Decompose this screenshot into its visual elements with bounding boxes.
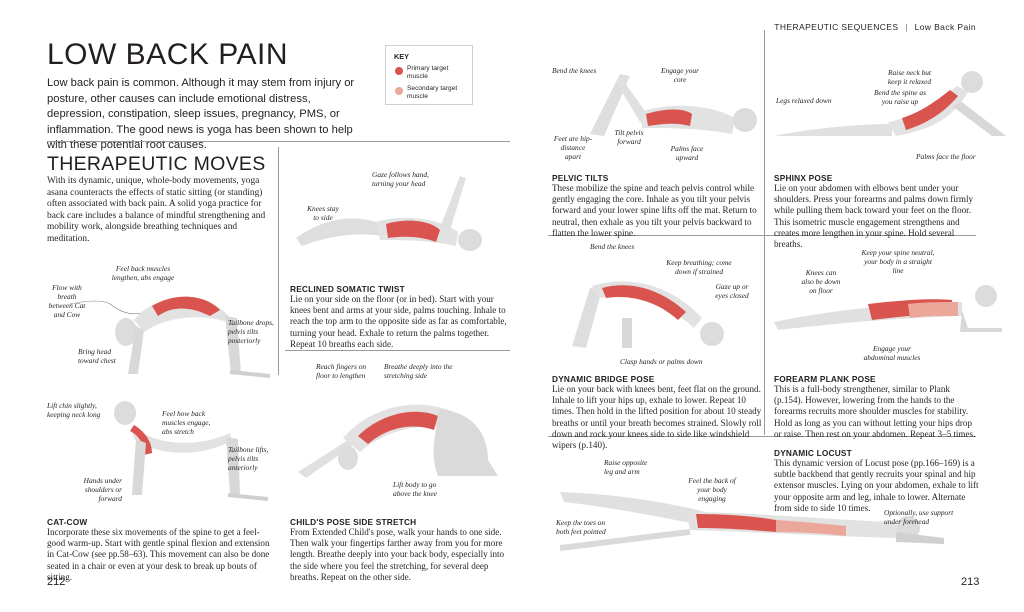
ann-lift-body: Lift body to go above the knee	[393, 480, 437, 498]
ann-optionally: Optionally, use support under forehead	[884, 508, 954, 526]
ann-flow-breath: Flow with breath between Cat and Cow	[48, 283, 86, 319]
ann-gaze-follows: Gaze follows hand, turning your head	[372, 170, 429, 188]
bridge-pose-figure	[572, 281, 724, 348]
ann-feet-hip: Feet are hip-distance apart	[553, 134, 593, 161]
ann-palms-upward: Palms face upward	[670, 144, 704, 162]
divider-right-mid	[548, 436, 976, 437]
cat-pose-figure	[69, 296, 271, 378]
forearm-plank-figure	[774, 285, 1002, 332]
divider-left-top	[47, 141, 510, 142]
ann-feel-how: Feel how back muscles engage, abs stretc…	[162, 409, 211, 436]
ann-keep-spine: Keep your spine neutral, your body in a …	[861, 248, 935, 275]
ann-lift-chin: Lift chin slightly, keeping neck long	[47, 401, 101, 419]
text-childs-pose: From Extended Child's pose, walk your ha…	[290, 527, 505, 582]
ann-engage-core: Engage your core	[661, 66, 699, 84]
key-secondary-label: Secondary target muscle	[407, 85, 458, 100]
text-sphinx: Lie on your abdomen with elbows bent und…	[774, 183, 974, 250]
heading-cat-cow: CAT-COW	[47, 517, 88, 527]
divider-right-vertical	[764, 30, 765, 435]
ann-feel-back-body: Feel the back of your body engaging	[688, 476, 736, 503]
text-forearm-plank: This is a full-body strengthener, simila…	[774, 384, 976, 439]
key-title: KEY	[394, 52, 410, 61]
key-primary-label: Primary target muscle	[407, 65, 449, 80]
header-separator: |	[905, 22, 908, 32]
cow-pose-figure	[114, 401, 269, 501]
ann-knees-down: Knees can also be down on floor	[801, 268, 841, 295]
ann-hands-under: Hands under shoulders or forward	[83, 476, 122, 503]
heading-childs-pose: CHILD'S POSE SIDE STRETCH	[290, 517, 417, 527]
moves-paragraph: With its dynamic, unique, whole-body mov…	[47, 176, 266, 244]
heading-bridge: DYNAMIC BRIDGE POSE	[552, 374, 655, 384]
page-title: LOW BACK PAIN	[47, 38, 288, 71]
pelvic-tilt-figure	[590, 74, 757, 136]
heading-reclined-twist: RECLINED SOMATIC TWIST	[290, 284, 405, 294]
dynamic-locust-figure	[559, 492, 944, 551]
heading-sphinx: SPHINX POSE	[774, 173, 833, 183]
header-section: THERAPEUTIC SEQUENCES	[774, 22, 899, 32]
page-number-left: 212	[47, 576, 66, 588]
reclined-twist-figure	[296, 176, 482, 251]
ann-keep-breathing: Keep breathing; come down if strained	[666, 258, 732, 276]
ann-reach-fingers: Reach fingers on floor to lengthen	[316, 362, 367, 380]
ann-clasp-hands: Clasp hands or palms down	[620, 357, 703, 366]
primary-swatch	[395, 67, 403, 75]
running-header: THERAPEUTIC SEQUENCES | Low Back Pain	[774, 22, 976, 32]
header-subsection: Low Back Pain	[914, 22, 976, 32]
intro-paragraph: Low back pain is common. Although it may…	[47, 77, 355, 151]
ann-raise-opposite: Raise opposite leg and arm	[604, 458, 648, 476]
divider-right-top	[548, 235, 976, 236]
ann-palms-floor: Palms face the floor	[916, 152, 976, 161]
ann-tailbone-drops: Tailbone drops, pelvis tilts posteriorly	[228, 318, 274, 345]
divider-left-vertical	[278, 147, 279, 375]
section-heading-moves: THERAPEUTIC MOVES	[47, 153, 266, 175]
heading-dynamic-locust: DYNAMIC LOCUST	[774, 448, 852, 458]
ann-tilt-pelvis: Tilt pelvis forward	[614, 128, 644, 146]
ann-bend-knees-br: Bend the knees	[590, 242, 635, 251]
page-number-right: 213	[961, 576, 980, 588]
text-bridge: Lie on your back with knees bent, feet f…	[552, 384, 762, 451]
ann-knees-stay: Knees stay to side	[307, 204, 339, 222]
ann-gaze-up: Gaze up or eyes closed	[715, 282, 749, 300]
ann-feel-back: Feel back muscles lengthen, abs engage	[111, 264, 175, 282]
heading-forearm-plank: FOREARM PLANK POSE	[774, 374, 876, 384]
ann-bend-knees-pt: Bend the knees	[552, 66, 597, 75]
ann-engage-abs: Engage your abdominal muscles	[863, 344, 921, 362]
sphinx-pose-figure	[774, 71, 1006, 136]
text-dynamic-locust: This dynamic version of Locust pose (pp.…	[774, 458, 979, 513]
secondary-swatch	[395, 87, 403, 95]
legend-key: KEY Primary target muscle Secondary targ…	[385, 45, 473, 105]
ann-bend-spine: Bend the spine as you raise up	[874, 88, 926, 106]
divider-left-mid	[285, 350, 510, 351]
ann-raise-neck: Raise neck but keep it relaxed	[887, 68, 932, 86]
ann-toes-pointed: Keep the toes on both feet pointed	[556, 518, 606, 536]
ann-legs-relaxed: Legs relaxed down	[776, 96, 832, 105]
text-cat-cow: Incorporate these six movements of the s…	[47, 527, 270, 582]
ann-tailbone-lifts: Tailbone lifts, pelvis tilts anteriorly	[228, 445, 269, 472]
text-reclined-twist: Lie on your side on the floor (or in bed…	[290, 294, 507, 349]
heading-pelvic-tilts: PELVIC TILTS	[552, 173, 609, 183]
ann-bring-head: Bring head toward chest	[78, 347, 116, 365]
childs-pose-figure	[298, 404, 498, 478]
ann-breathe-deeply: Breathe deeply into the stretching side	[384, 362, 453, 380]
text-pelvic-tilts: These mobilize the spine and teach pelvi…	[552, 183, 757, 238]
